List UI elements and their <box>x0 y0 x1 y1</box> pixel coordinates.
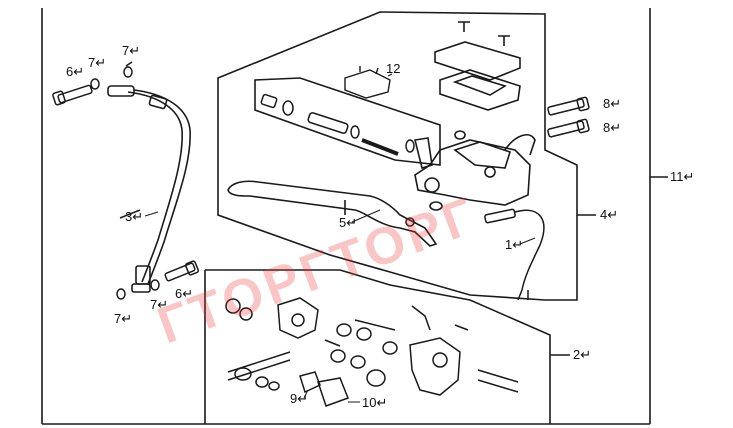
callout-7-top-right: 7↵ <box>122 43 141 58</box>
banjo-bolt-top <box>52 61 133 106</box>
callout-9: 9↵ <box>290 391 309 406</box>
callout-7-top-left: 7↵ <box>88 55 107 70</box>
outer-frame <box>41 8 651 425</box>
brake-lever <box>227 180 438 247</box>
master-cylinder-boundary <box>217 11 578 301</box>
callout-7-bottom-left: 7↵ <box>114 311 133 326</box>
callout-1: 1↵ <box>505 237 524 252</box>
callout-7-bottom-right: 7↵ <box>150 297 169 312</box>
reservoir-cap <box>434 21 521 111</box>
master-cylinder-body <box>414 130 536 211</box>
callout-3: 3↵ <box>125 209 144 224</box>
callout-6-top: 6↵ <box>66 64 85 79</box>
callout-4: 4↵ <box>600 207 619 222</box>
callout-12: 12 <box>386 61 401 76</box>
callout-10: 10↵ <box>362 395 388 410</box>
callout-2: 2↵ <box>573 347 592 362</box>
callout-8-bottom: 8↵ <box>603 120 622 135</box>
leader-12 <box>387 73 393 77</box>
caliper-parts <box>225 297 519 407</box>
callout-6-bottom: 6↵ <box>175 286 194 301</box>
bolts-8 <box>547 96 590 138</box>
caliper-boundary <box>204 269 551 424</box>
callout-5: 5↵ <box>339 215 358 230</box>
brake-light-switch <box>344 66 391 99</box>
callout-8-top: 8↵ <box>603 96 622 111</box>
brake-hose <box>107 85 191 293</box>
piston-parts <box>260 93 415 156</box>
banjo-bolt-bottom <box>116 260 200 300</box>
inner-parts-panel <box>254 77 441 166</box>
callout-11: 11↵ <box>670 169 695 184</box>
leader-ticks <box>144 209 536 403</box>
switch-wire <box>484 208 545 301</box>
